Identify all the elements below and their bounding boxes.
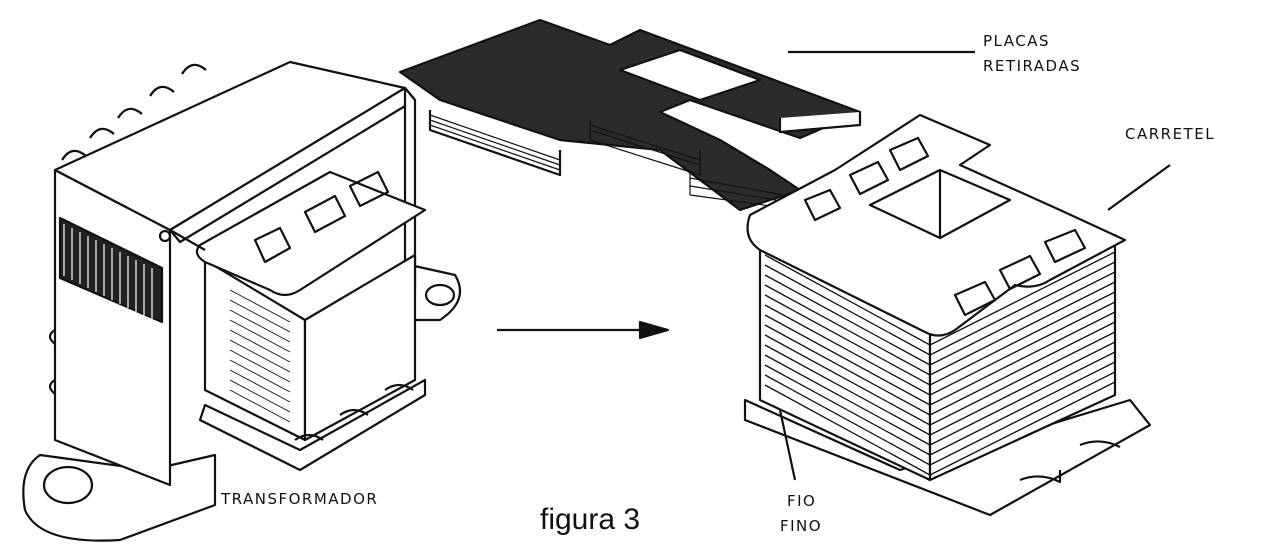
label-fio: FIO [787, 492, 817, 510]
figure-caption: figura 3 [540, 503, 641, 536]
carretel-leader-line [1107, 164, 1171, 211]
label-carretel: CARRETEL [1125, 125, 1216, 143]
label-fino: FINO [780, 517, 823, 535]
bobbin-with-wire [743, 113, 1152, 517]
bobbin-bottom-flange [198, 378, 427, 472]
label-placas: PLACAS [983, 32, 1051, 50]
assembled-transformer [22, 60, 462, 542]
e-plate [398, 18, 862, 212]
label-retiradas: RETIRADAS [983, 57, 1082, 75]
mounting-hole [42, 465, 94, 505]
transform-arrow-head [638, 320, 670, 340]
removed-plates [398, 18, 862, 212]
label-transformador: TRANSFORMADOR [221, 490, 379, 508]
wire-leader-line [778, 409, 797, 481]
